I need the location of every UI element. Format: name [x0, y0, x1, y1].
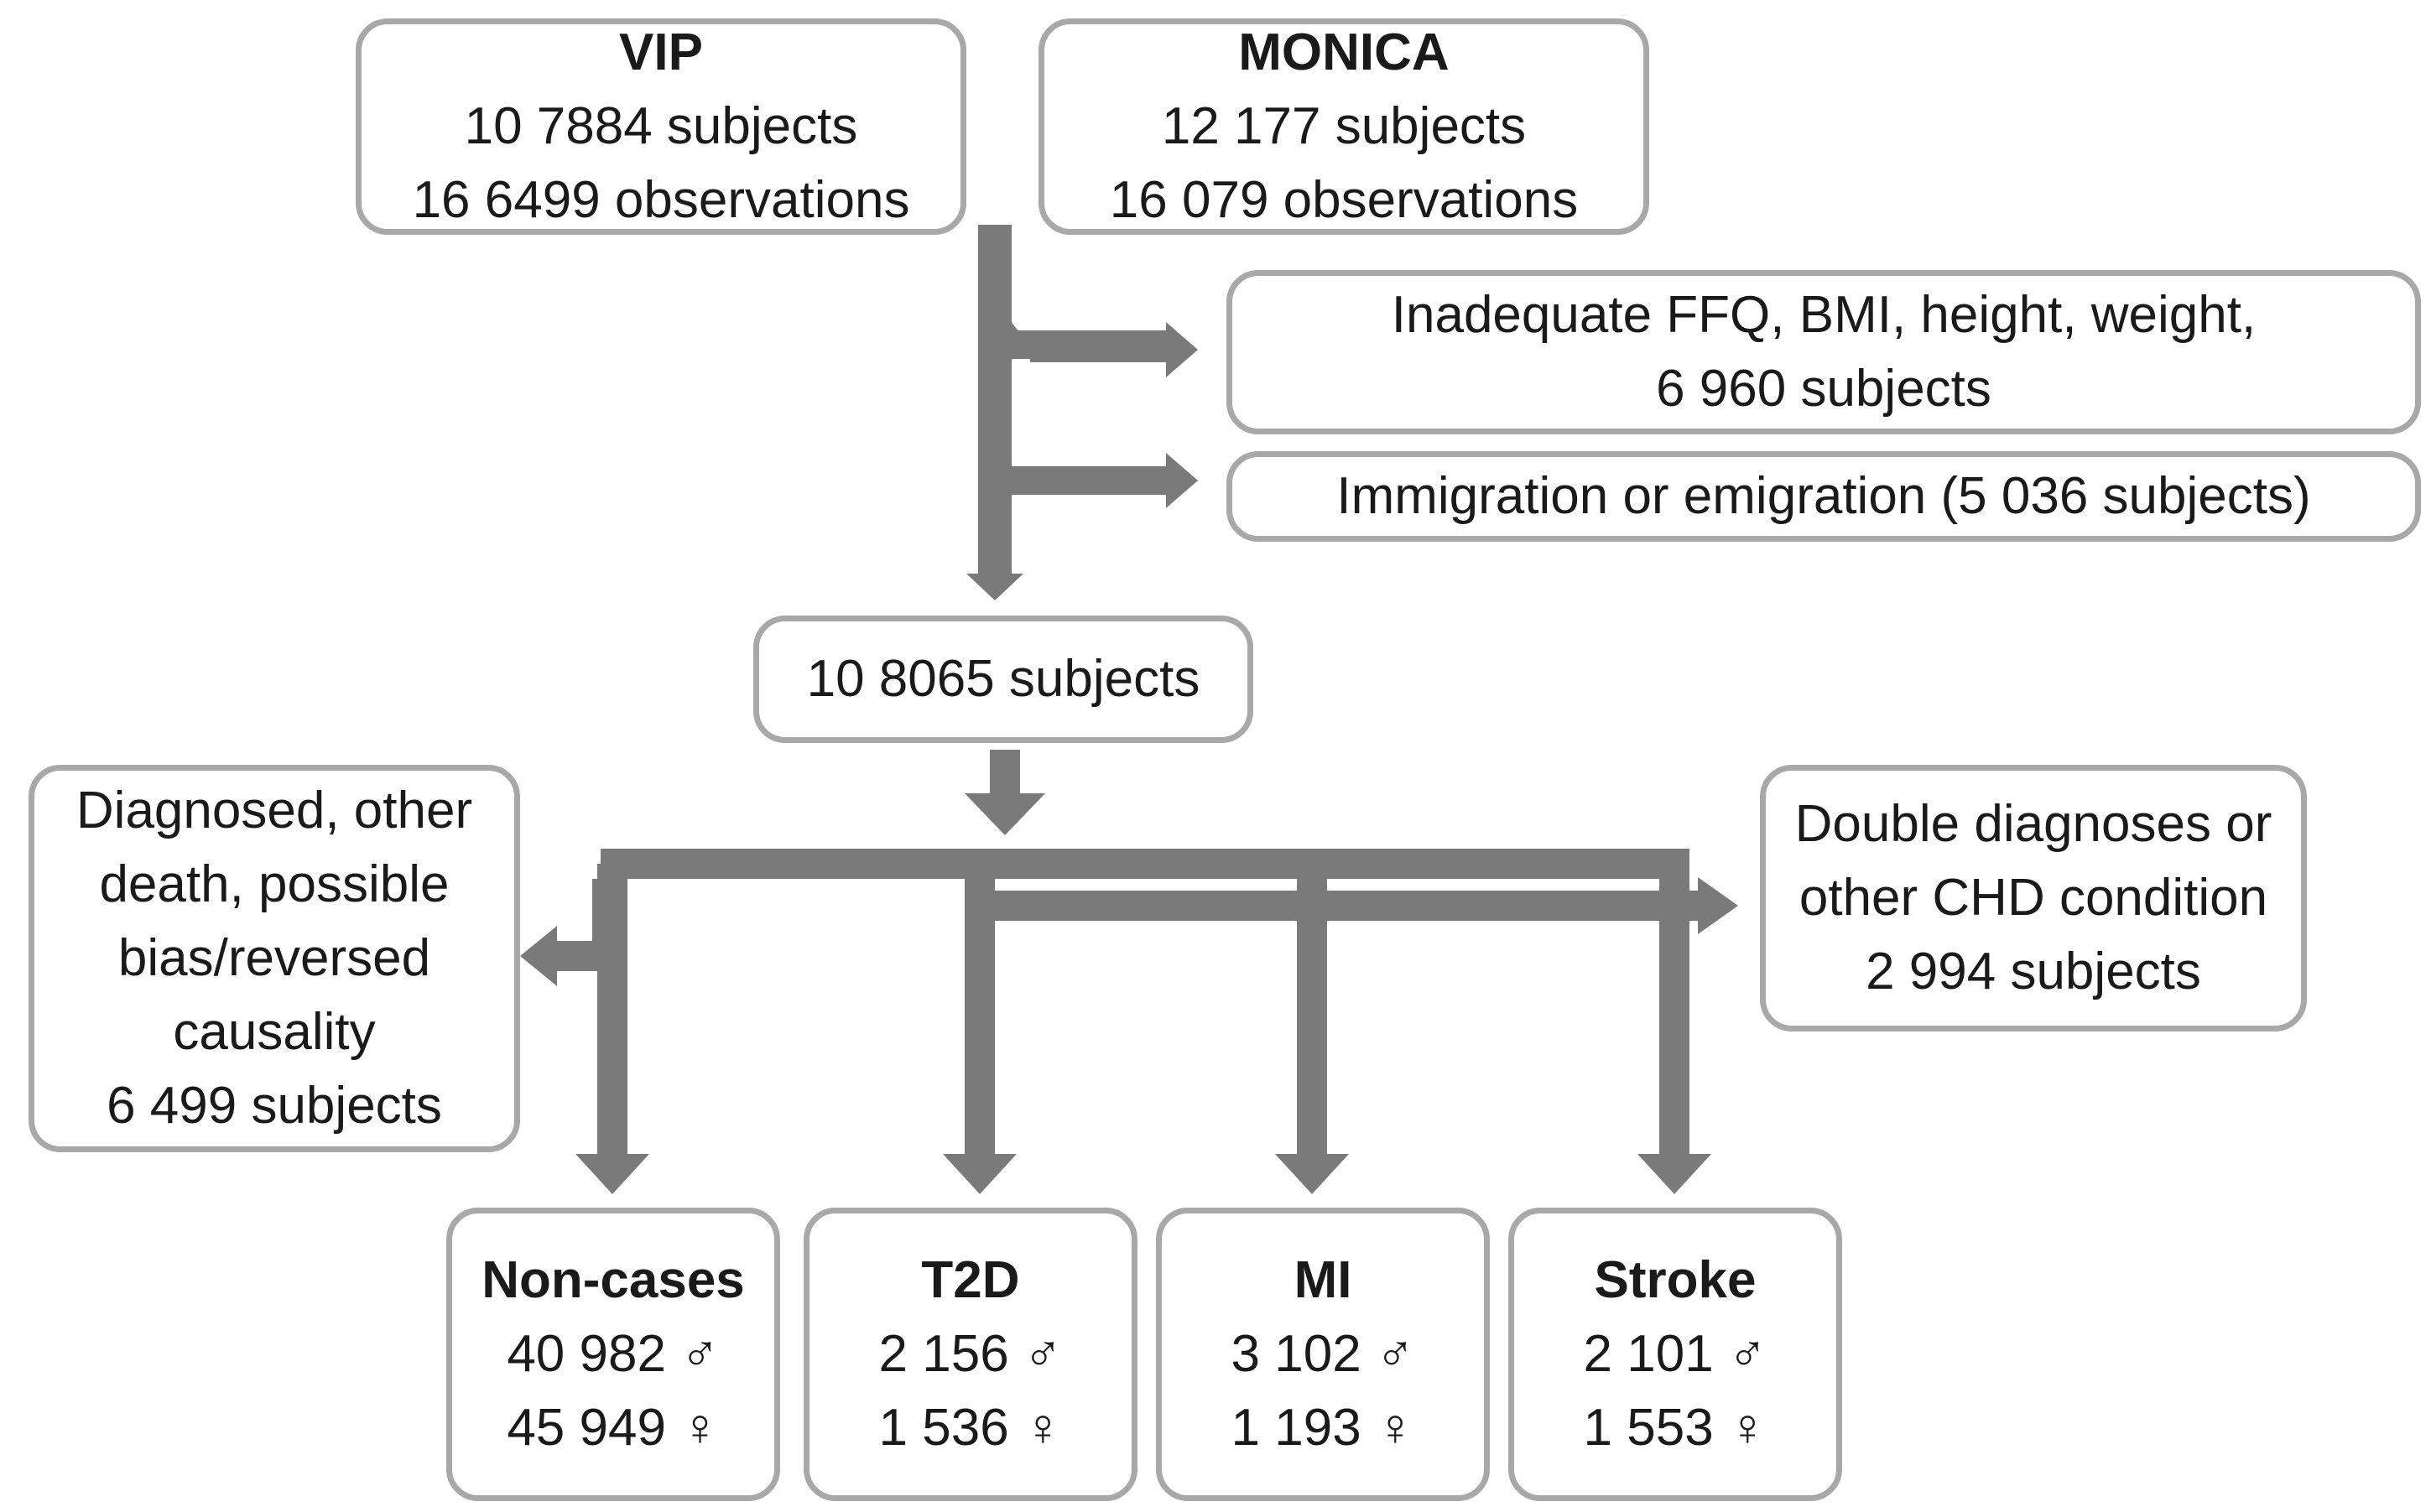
drop-mi-arrowhead: [1275, 1154, 1349, 1194]
monica-source-box: MONICA 12 177 subjects 16 079 observatio…: [1039, 18, 1649, 235]
outcome-mi-female: 1 193 ♀: [1231, 1399, 1415, 1457]
outcome-t2d-title: T2D: [921, 1251, 1020, 1309]
vip-source-box: VIP 10 7884 subjects 16 6499 observation…: [356, 18, 966, 235]
outcome-t2d-male: 2 156 ♂: [878, 1325, 1063, 1383]
outcome-mi-box: MI 3 102 ♂ 1 193 ♀: [1156, 1208, 1490, 1501]
drop-t2d-arrowhead: [943, 1154, 1017, 1194]
exclusion-diagnosed-line3: bias/reversed: [117, 929, 431, 987]
outcome-stroke-female: 1 553 ♀: [1583, 1399, 1767, 1457]
outcome-stroke-male: 2 101 ♂: [1583, 1325, 1767, 1383]
exclusion-migration-box: Immigration or emigration (5 036 subject…: [1226, 451, 2421, 542]
vip-title: VIP: [619, 23, 703, 81]
outcome-noncases-female: 45 949 ♀: [507, 1399, 720, 1457]
outcome-noncases-title: Non-cases: [482, 1251, 745, 1309]
outcome-t2d-female: 1 536 ♀: [878, 1399, 1063, 1457]
drop-stroke-arrowhead: [1637, 1154, 1711, 1194]
drop-mi-shaft: [1297, 879, 1327, 1157]
exclusion-diagnosed-line1: Diagnosed, other: [75, 782, 473, 839]
drop-noncases-arrowhead: [575, 1154, 649, 1194]
cohort-down-shaft: [990, 750, 1020, 798]
double-diagnoses-bar: [980, 891, 1701, 921]
monica-observations: 16 079 observations: [1109, 171, 1579, 229]
outcome-mi-male: 3 102 ♂: [1231, 1325, 1415, 1383]
drop-t2d-shaft: [965, 879, 995, 1157]
branch-inadequate-arrowhead: [1166, 322, 1198, 377]
outcome-mi-title: MI: [1294, 1251, 1352, 1309]
cohort-down-arrowhead: [965, 793, 1045, 835]
exclusion-migration-text: Immigration or emigration (5 036 subject…: [1336, 467, 2311, 525]
vip-observations: 16 6499 observations: [412, 171, 910, 229]
outcome-noncases-box: Non-cases 40 982 ♂ 45 949 ♀: [446, 1208, 780, 1501]
exclusion-diagnosed-line5: 6 499 subjects: [107, 1077, 442, 1135]
exclusion-inadequate-box: Inadequate FFQ, BMI, height, weight, 6 9…: [1226, 270, 2421, 434]
drop-stroke-shaft: [1659, 864, 1689, 1157]
drop-noncases-shaft: [597, 864, 627, 1157]
trunk-shaft: [978, 225, 1012, 577]
outcome-t2d-box: T2D 2 156 ♂ 1 536 ♀: [804, 1208, 1137, 1501]
trunk-arrowhead: [966, 574, 1023, 600]
exclusion-inadequate-line2: 6 960 subjects: [1656, 360, 1991, 418]
exclusion-inadequate-line1: Inadequate FFQ, BMI, height, weight,: [1391, 286, 2257, 344]
exclusion-diagnosed-box: Diagnosed, other death, possible bias/re…: [29, 765, 520, 1152]
outcome-stroke-title: Stroke: [1594, 1251, 1757, 1309]
exclusion-double-line1: Double diagnoses or: [1794, 795, 2272, 853]
diagnosed-arrowhead: [520, 926, 557, 986]
exclusion-double-line2: other CHD condition: [1799, 869, 2268, 927]
cohort-box: 10 8065 subjects: [753, 616, 1253, 743]
exclusion-diagnosed-line2: death, possible: [99, 855, 450, 913]
cohort-subjects: 10 8065 subjects: [806, 650, 1200, 708]
outcome-noncases-male: 40 982 ♂: [507, 1325, 720, 1383]
exclusion-double-line3: 2 994 subjects: [1866, 943, 2201, 1000]
distribution-bar: [601, 849, 1689, 879]
branch-migration-arrowhead: [1166, 453, 1198, 508]
outcome-stroke-box: Stroke 2 101 ♂ 1 553 ♀: [1508, 1208, 1842, 1501]
exclusion-double-box: Double diagnoses or other CHD condition …: [1760, 765, 2307, 1031]
exclusion-diagnosed-line4: causality: [173, 1003, 376, 1061]
double-diagnoses-arrowhead: [1698, 877, 1738, 934]
monica-subjects: 12 177 subjects: [1161, 97, 1527, 155]
vip-subjects: 10 7884 subjects: [464, 97, 858, 155]
monica-title: MONICA: [1238, 23, 1450, 81]
branch-migration-shaft: [1012, 466, 1171, 495]
